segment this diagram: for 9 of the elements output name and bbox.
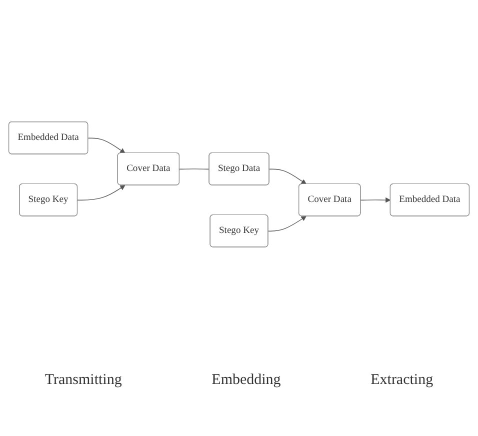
arrow [268, 168, 306, 184]
stage-label: Transmitting [44, 372, 122, 389]
arrow [268, 216, 306, 232]
arrow [88, 137, 126, 153]
arrow [77, 184, 126, 200]
arrow [360, 197, 391, 202]
stage-label: Extracting [370, 372, 434, 389]
connector [179, 168, 210, 170]
stage-label: Embedding [212, 372, 281, 389]
